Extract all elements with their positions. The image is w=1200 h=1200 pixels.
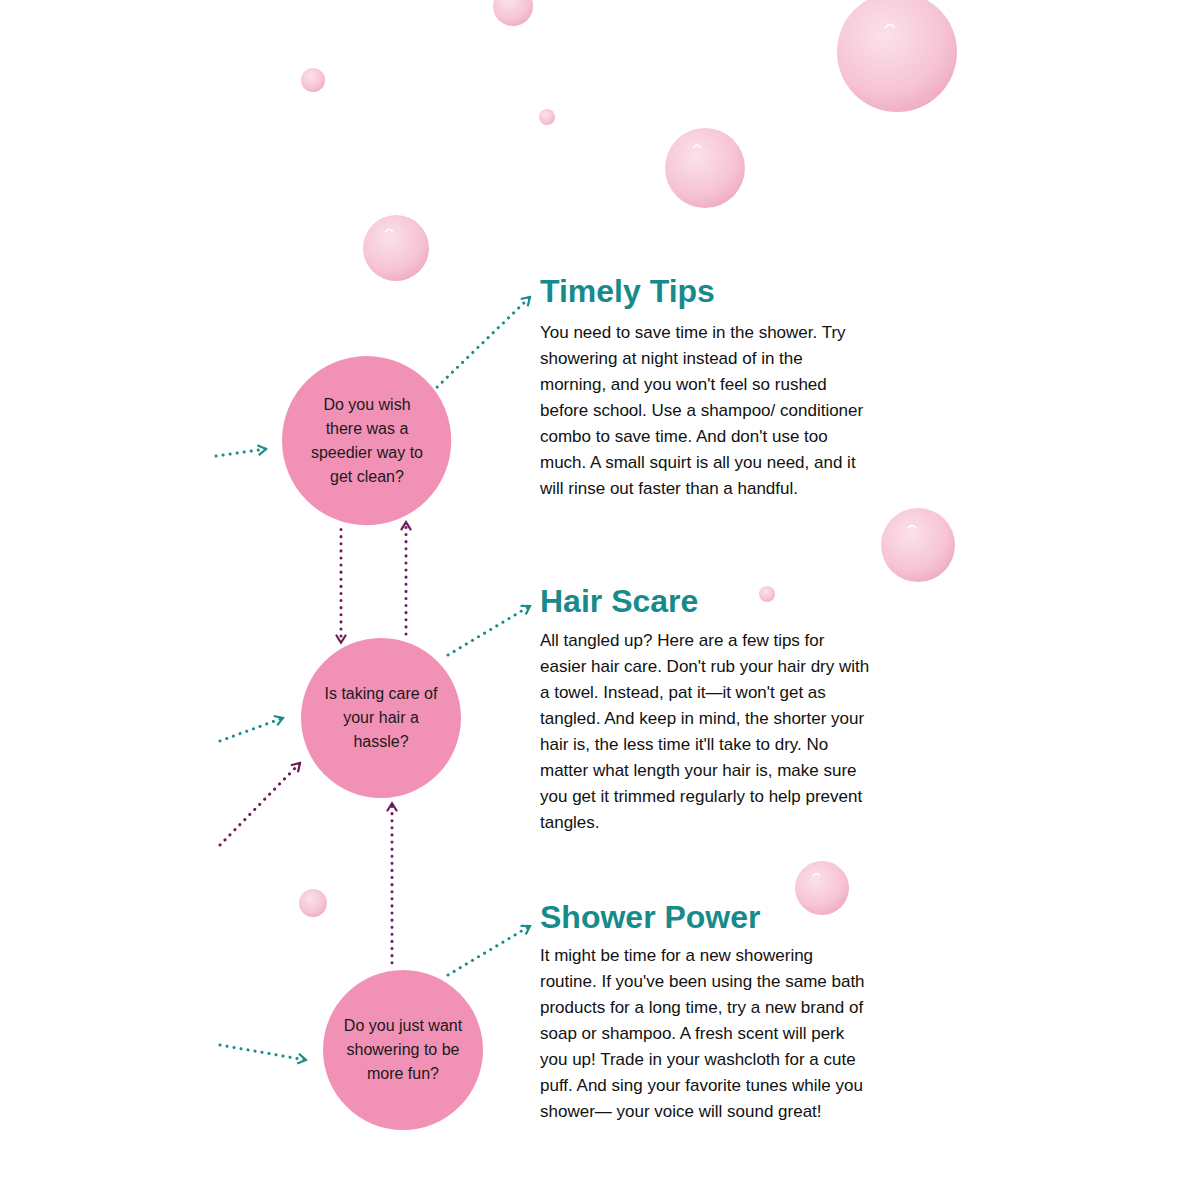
section-heading: Shower Power — [540, 898, 761, 936]
bubble — [299, 889, 327, 917]
section-heading: Timely Tips — [540, 272, 715, 310]
bubble-highlight — [813, 874, 820, 877]
question-text: Do you just want showering to be more fu… — [342, 1014, 464, 1086]
bubble — [539, 109, 555, 125]
circle-shape — [282, 356, 451, 525]
flow-connector — [405, 522, 408, 634]
bubble-highlight — [908, 526, 916, 529]
section-heading: Hair Scare — [540, 582, 698, 620]
section-body: All tangled up? Here are a few tips for … — [540, 628, 870, 836]
bubble — [493, 0, 533, 26]
bubble-highlight — [693, 145, 701, 148]
incoming-arrow — [216, 449, 266, 456]
circle-fill — [282, 356, 451, 525]
incoming-arrow — [220, 1045, 306, 1060]
section-body: It might be time for a new showering rou… — [540, 943, 870, 1125]
bubble — [881, 508, 955, 582]
question-circle: Do you wish there was a speedier way to … — [282, 356, 451, 525]
question-text: Is taking care of your hair a hassle? — [320, 682, 442, 754]
answer-arrow — [448, 926, 530, 975]
flow-connector — [340, 530, 343, 643]
circle-fill — [301, 638, 461, 798]
bubble — [665, 128, 745, 208]
circle-fill — [323, 970, 483, 1130]
bubbles — [299, 0, 957, 917]
question-circle: Is taking care of your hair a hassle? — [301, 638, 461, 798]
flow-connector — [391, 803, 394, 963]
bubble — [363, 215, 429, 281]
question-circle: Do you just want showering to be more fu… — [323, 970, 483, 1130]
bubble — [837, 0, 957, 112]
leader-arrows — [216, 297, 530, 1060]
bubble-highlight — [385, 230, 393, 233]
bubble — [301, 68, 325, 92]
incoming-arrow — [220, 763, 300, 845]
section-body: You need to save time in the shower. Try… — [540, 320, 870, 502]
answer-arrow — [448, 606, 530, 655]
question-text: Do you wish there was a speedier way to … — [306, 393, 428, 489]
bubble-highlights — [385, 25, 916, 877]
bubble-highlight — [885, 25, 895, 29]
bubble — [795, 861, 849, 915]
bubble — [759, 586, 775, 602]
answer-arrow — [432, 297, 530, 392]
incoming-arrow — [220, 718, 283, 741]
